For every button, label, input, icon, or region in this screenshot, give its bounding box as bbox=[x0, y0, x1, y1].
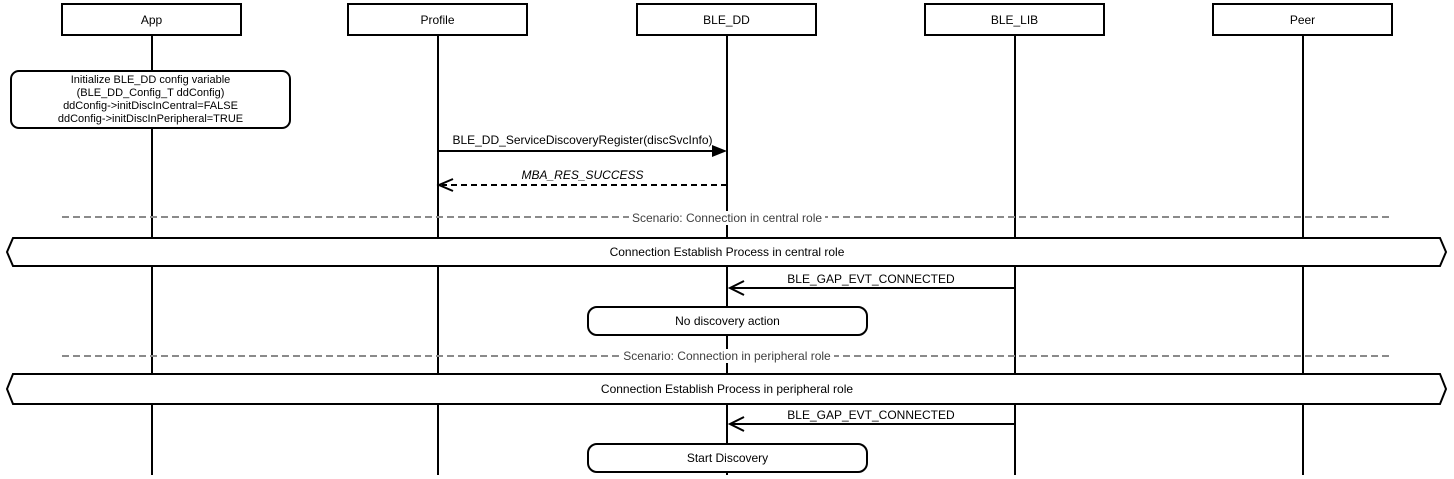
arrow-gap-evt-connected-peripheral bbox=[727, 416, 1014, 432]
action-start-discovery: Start Discovery bbox=[587, 443, 868, 473]
divider-peripheral: Scenario: Connection in peripheral role bbox=[0, 348, 1454, 363]
action-no-discovery-label: No discovery action bbox=[675, 314, 780, 328]
divider-peripheral-label: Scenario: Connection in peripheral role bbox=[620, 349, 834, 363]
actor-peer-label: Peer bbox=[1289, 12, 1316, 27]
frame-central-shape bbox=[5, 237, 1448, 267]
divider-central-label: Scenario: Connection in central role bbox=[628, 211, 826, 225]
actor-profile-label: Profile bbox=[420, 12, 455, 27]
message-label-gap-evt-connected-central: BLE_GAP_EVT_CONNECTED bbox=[787, 272, 955, 286]
actor-ble-lib-label: BLE_LIB bbox=[990, 12, 1039, 27]
note-line: ddConfig->initDiscInPeripheral=TRUE bbox=[57, 112, 244, 125]
note-line: ddConfig->initDiscInCentral=FALSE bbox=[63, 99, 238, 112]
message-label-gap-evt-connected-peripheral: BLE_GAP_EVT_CONNECTED bbox=[787, 408, 955, 422]
actor-ble-dd: BLE_DD bbox=[636, 3, 817, 36]
message-label-service-discovery-register: BLE_DD_ServiceDiscoveryRegister(discSvcI… bbox=[452, 133, 713, 147]
frame-central: Connection Establish Process in central … bbox=[0, 239, 1454, 265]
action-start-discovery-label: Start Discovery bbox=[686, 451, 769, 465]
arrow-gap-evt-connected-central bbox=[727, 280, 1014, 296]
actor-ble-dd-label: BLE_DD bbox=[703, 12, 750, 27]
actor-peer: Peer bbox=[1212, 3, 1393, 36]
frame-peripheral-shape bbox=[5, 373, 1448, 405]
actor-app-label: App bbox=[140, 12, 163, 27]
actor-ble-lib: BLE_LIB bbox=[924, 3, 1105, 36]
action-no-discovery: No discovery action bbox=[587, 306, 868, 336]
actor-app: App bbox=[61, 3, 242, 36]
frame-peripheral: Connection Establish Process in peripher… bbox=[0, 375, 1454, 403]
arrow-service-discovery-register bbox=[438, 145, 727, 157]
note-initialize-config: Initialize BLE_DD config variable (BLE_D… bbox=[10, 70, 291, 129]
frame-peripheral-label: Connection Establish Process in peripher… bbox=[600, 382, 854, 396]
divider-central: Scenario: Connection in central role bbox=[0, 210, 1454, 225]
note-line: Initialize BLE_DD config variable bbox=[70, 73, 231, 86]
frame-central-label: Connection Establish Process in central … bbox=[609, 245, 845, 259]
message-label-mba-res-success: MBA_RES_SUCCESS bbox=[521, 168, 644, 182]
actor-profile: Profile bbox=[347, 3, 528, 36]
arrow-mba-res-success bbox=[436, 178, 727, 192]
note-line: (BLE_DD_Config_T ddConfig) bbox=[76, 86, 225, 99]
